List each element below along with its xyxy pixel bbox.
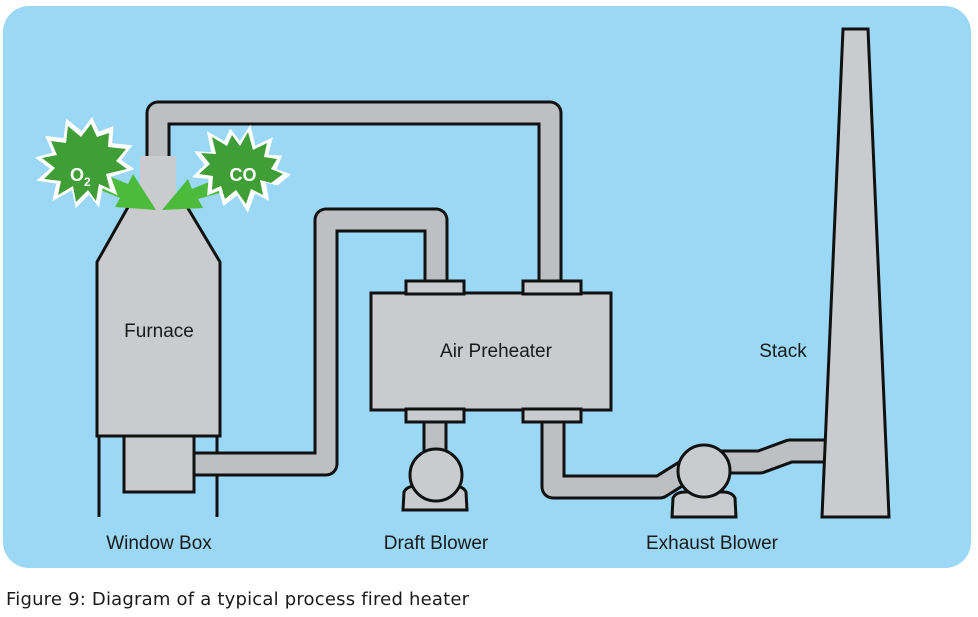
o2-analyzer-badge: O2	[35, 116, 135, 209]
fired-heater-diagram: O2 CO Furnace Air Preheater Stack Window…	[3, 6, 971, 568]
figure-caption: Figure 9: Diagram of a typical process f…	[6, 589, 470, 610]
air-preheater-label: Air Preheater	[440, 341, 553, 362]
furnace-label: Furnace	[124, 321, 194, 342]
exhaust-blower-label: Exhaust Blower	[646, 533, 779, 554]
co-badge-label: CO	[230, 165, 257, 185]
o2-badge-label: O2	[70, 165, 91, 189]
stack-label: Stack	[759, 341, 807, 362]
draft-blower	[401, 447, 469, 512]
draft-blower-label: Draft Blower	[384, 533, 489, 554]
air-preheater-body	[369, 291, 613, 412]
furnace-body	[95, 198, 222, 438]
exhaust-blower	[670, 443, 738, 519]
furnace-throat	[140, 156, 176, 202]
hot-air-pipe	[192, 207, 449, 477]
co-analyzer-badge: CO	[192, 124, 291, 213]
air-preheater-flanges	[404, 279, 583, 424]
o2-badge-subscript: 2	[84, 175, 91, 189]
window-box	[122, 434, 196, 494]
co-arrow	[162, 179, 220, 210]
stack	[820, 27, 891, 519]
flue-gas-pipe	[145, 100, 563, 286]
window-box-label: Window Box	[106, 533, 212, 554]
